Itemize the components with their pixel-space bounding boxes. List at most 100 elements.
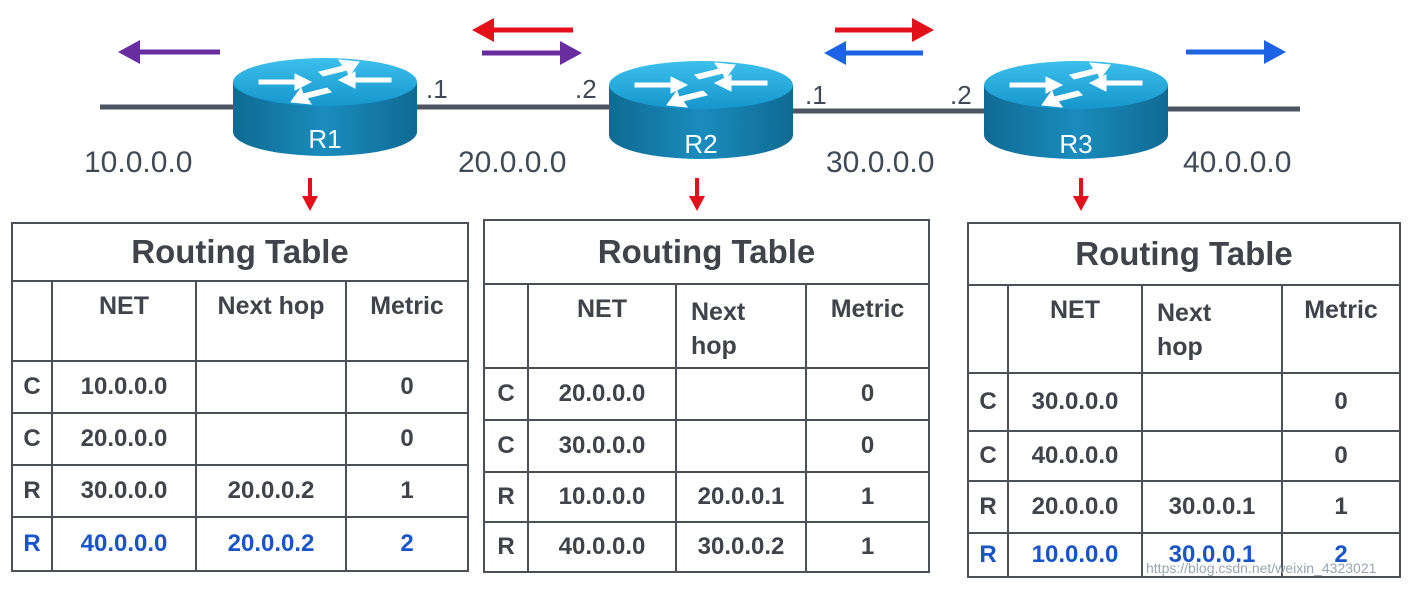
column-header-net: NET [51,280,197,362]
route-metric: 0 [804,367,931,421]
arrow-down-r2-icon [689,178,705,211]
route-net: 10.0.0.0 [527,471,677,523]
route-next-hop [1141,372,1283,432]
column-header-metric: Metric [804,283,931,369]
watermark: https://blog.csdn.net/weixin_4323021 [1146,560,1377,576]
column-header-next-hop: Next hop [195,280,347,362]
route-type: R [11,464,53,518]
table-row: C 20.0.0.0 0 [483,367,931,421]
route-next-hop: 30.0.0.1 [1141,532,1283,578]
arrow-blue-right-icon [1186,40,1286,64]
network-label-40: 40.0.0.0 [1183,146,1291,179]
route-type: C [11,412,53,466]
route-type: R [967,532,1009,578]
column-header-type [967,284,1009,374]
route-metric: 1 [1280,480,1402,534]
column-header-type [483,283,529,369]
routing-table-title: Routing Table [10,222,470,282]
route-metric: 0 [344,412,470,466]
route-type: R [483,521,529,573]
router-r2: R2 [608,60,794,160]
route-next-hop [195,412,347,466]
route-net: 10.0.0.0 [51,360,197,414]
router-r1: R1 [232,57,418,157]
port-label-r3-left: .2 [950,80,972,110]
route-metric: 0 [344,360,470,414]
route-type: R [967,480,1009,534]
route-metric: 1 [804,471,931,523]
table-row: R 10.0.0.0 20.0.0.1 1 [483,471,931,523]
arrow-purple-right-icon [482,41,582,65]
table-row: C 30.0.0.0 0 [967,372,1402,432]
route-net: 10.0.0.0 [1007,532,1143,578]
network-topology: R1 R2 R3 10.0.0.0 20.0.0.0 30.0.0.0 40.0… [84,18,1300,211]
network-label-30: 30.0.0.0 [826,146,934,179]
route-next-hop: 20.0.0.1 [675,471,807,523]
table-row-highlighted: R 10.0.0.0 30.0.0.1 2 [967,532,1402,578]
arrow-red-right-icon [835,18,934,42]
route-next-hop: 30.0.0.2 [675,521,807,573]
router-label-r2: R2 [684,129,717,159]
route-net: 30.0.0.0 [51,464,197,518]
port-label-r1-right: .1 [426,74,448,104]
column-header-next-hop-text: Next hop [691,298,746,360]
network-label-20: 20.0.0.0 [458,146,566,179]
arrow-down-r1-icon [302,178,318,211]
route-next-hop [675,367,807,421]
route-next-hop [1141,430,1283,482]
table-row: C 40.0.0.0 0 [967,430,1402,482]
table-row: R 30.0.0.0 20.0.0.2 1 [11,464,470,518]
route-net: 20.0.0.0 [1007,480,1143,534]
router-label-r1: R1 [308,124,341,154]
route-type: C [967,430,1009,482]
route-metric: 1 [804,521,931,573]
route-type: R [11,516,53,572]
route-metric: 0 [804,419,931,473]
route-type: C [967,372,1009,432]
route-metric: 2 [344,516,470,572]
route-net: 40.0.0.0 [51,516,197,572]
table-row-highlighted: R 40.0.0.0 20.0.0.2 2 [11,516,470,572]
route-type: C [483,367,529,421]
table-row: C 30.0.0.0 0 [483,419,931,473]
router-r3: R3 [983,60,1169,160]
column-header-metric: Metric [344,280,470,362]
route-metric: 1 [344,464,470,518]
route-metric: 0 [1280,372,1402,432]
table-row: C 20.0.0.0 0 [11,412,470,466]
route-next-hop [675,419,807,473]
route-next-hop: 20.0.0.2 [195,464,347,518]
route-next-hop: 30.0.0.1 [1141,480,1283,534]
routing-table-title: Routing Table [966,222,1402,286]
arrow-down-r3-icon [1073,178,1089,211]
route-type: R [483,471,529,523]
route-net: 30.0.0.0 [1007,372,1143,432]
route-metric: 0 [1280,430,1402,482]
routing-table-r2: Routing Table NET Next hop Metric C 20.0… [482,219,931,573]
routing-table-title: Routing Table [482,219,931,285]
column-header-net: NET [527,283,677,369]
route-net: 40.0.0.0 [527,521,677,573]
route-net: 30.0.0.0 [527,419,677,473]
column-header-next-hop-text: Next hop [1157,299,1212,361]
column-header-metric: Metric [1280,284,1402,374]
column-header-type [11,280,53,362]
network-label-10: 10.0.0.0 [84,146,192,179]
table-row: R 40.0.0.0 30.0.0.2 1 [483,521,931,573]
port-label-r2-right: .1 [805,80,827,110]
column-header-next-hop: Next hop [1141,284,1283,374]
route-type: C [483,419,529,473]
route-net: 20.0.0.0 [527,367,677,421]
arrow-blue-left-icon [824,41,923,65]
route-net: 20.0.0.0 [51,412,197,466]
routing-table-r1: Routing Table NET Next hop Metric C 10.0… [10,222,470,572]
arrow-red-left-icon [472,18,573,42]
route-metric: 2 [1280,532,1402,578]
route-type: C [11,360,53,414]
table-row: C 10.0.0.0 0 [11,360,470,414]
routing-table-r3: Routing Table NET Next hop Metric C 30.0… [966,222,1402,578]
router-label-r3: R3 [1059,129,1092,159]
table-row: R 20.0.0.0 30.0.0.1 1 [967,480,1402,534]
column-header-net: NET [1007,284,1143,374]
route-net: 40.0.0.0 [1007,430,1143,482]
